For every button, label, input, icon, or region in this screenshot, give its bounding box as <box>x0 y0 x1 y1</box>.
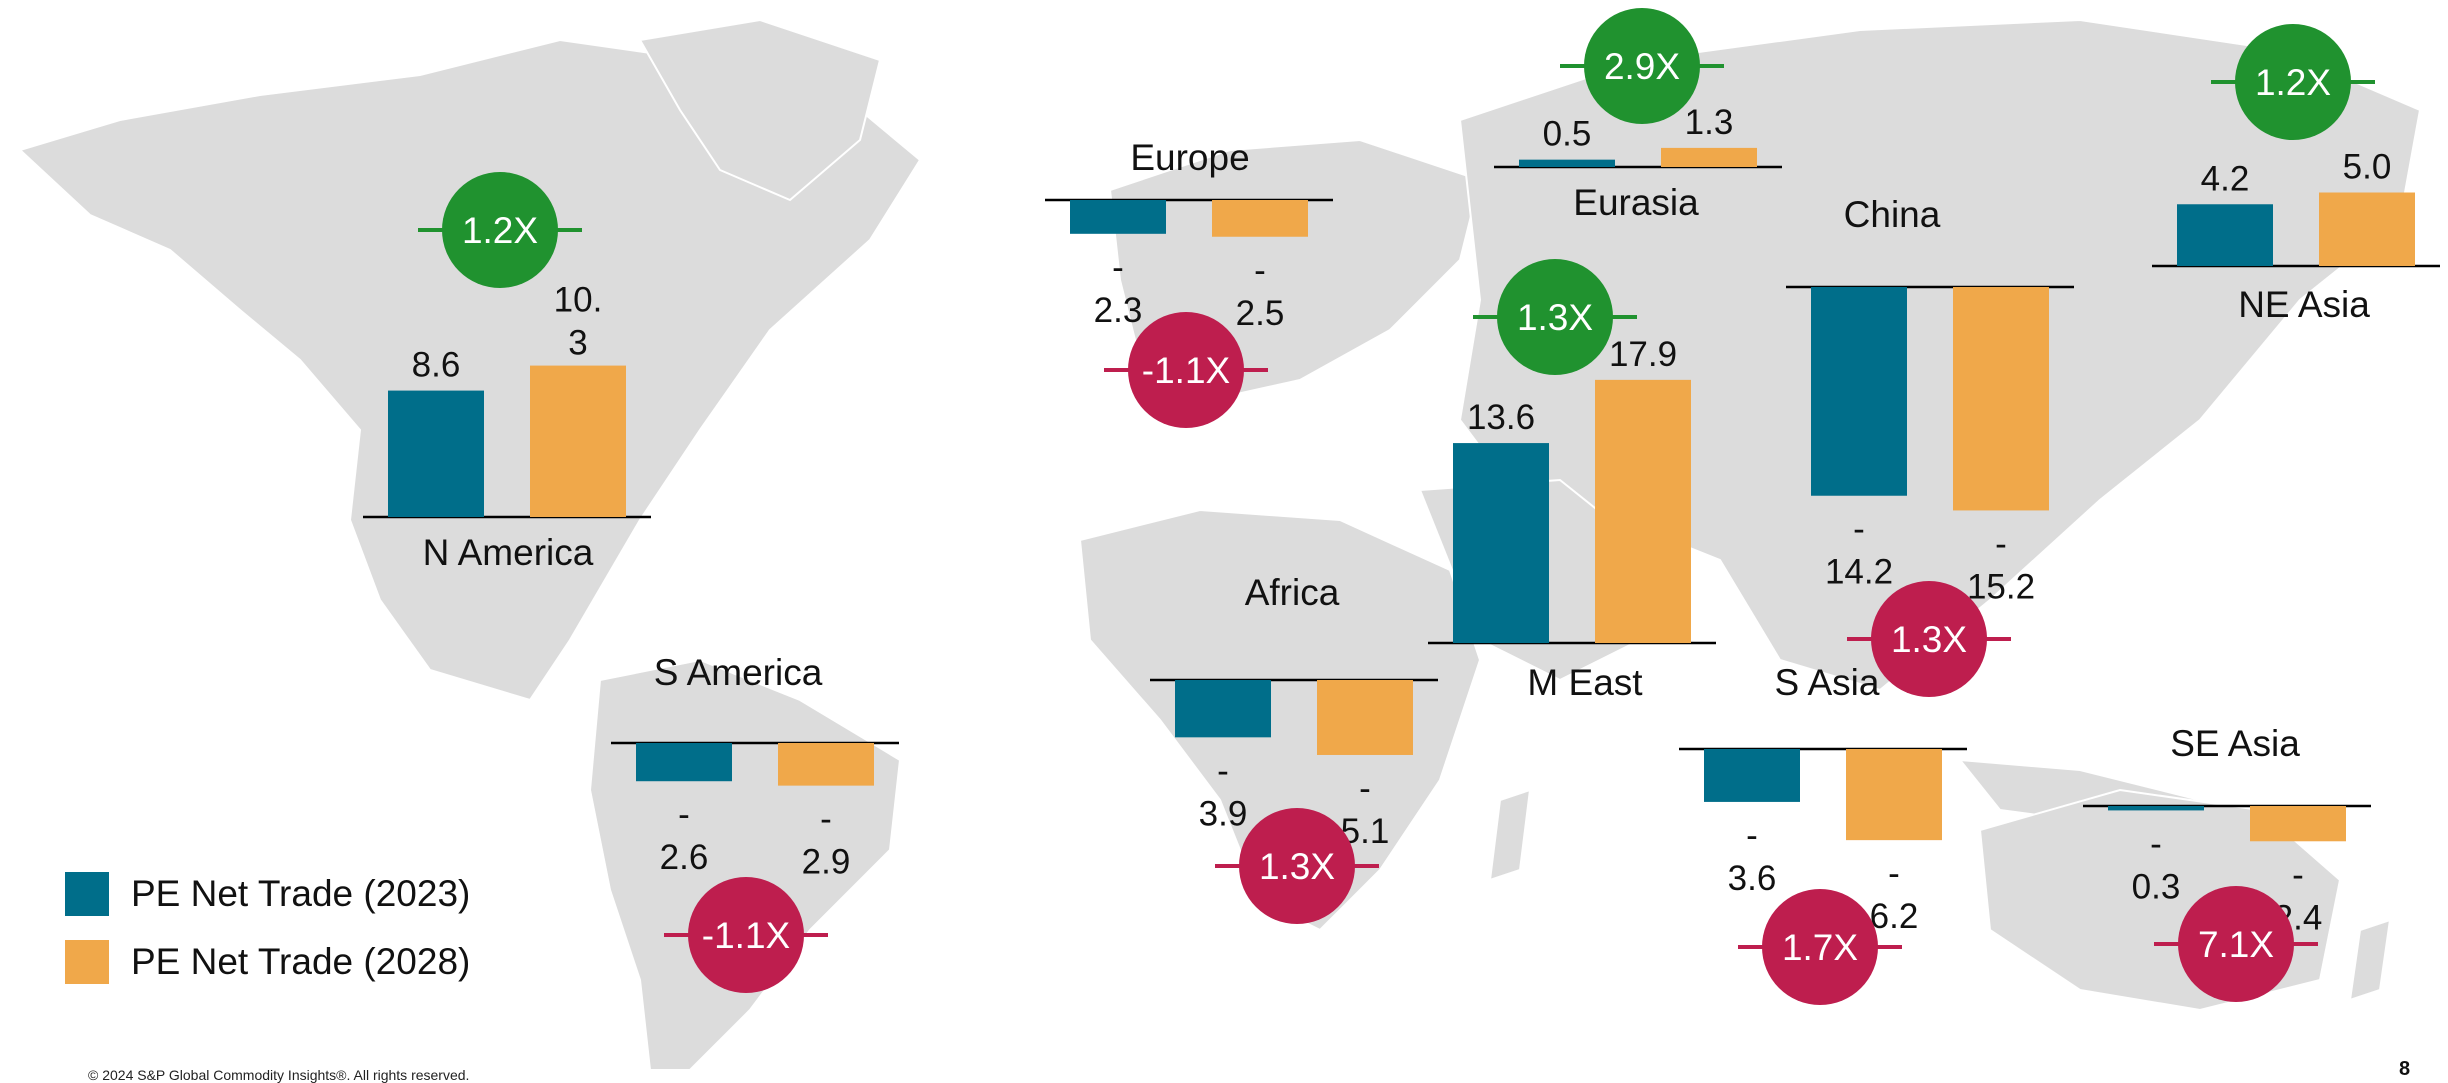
europe-multiplier-label: -1.1X <box>1142 350 1230 391</box>
m-east-value-label-2023: 13.6 <box>1467 398 1535 437</box>
europe-multiplier-badge <box>1128 312 1244 428</box>
china-bar-2023 <box>1811 287 1907 496</box>
s-asia-multiplier-badge <box>1762 889 1878 1005</box>
ne-asia-value-label-2023: 4.2 <box>2201 159 2250 198</box>
s-america-multiplier-label: -1.1X <box>702 915 790 956</box>
s-asia-multiplier-label: 1.7X <box>1782 927 1858 968</box>
se-asia-multiplier-badge <box>2178 886 2294 1002</box>
m-east-multiplier-badge <box>1497 259 1613 375</box>
africa-landmass <box>1078 508 1482 932</box>
africa-multiplier-badge <box>1239 808 1355 924</box>
eurasia-multiplier-label: 2.9X <box>1604 46 1680 87</box>
ne-asia-region-label: NE Asia <box>2238 284 2370 325</box>
se-asia-bar-2028 <box>2250 806 2346 842</box>
eurasia-multiplier-badge <box>1584 8 1700 124</box>
china-multiplier-label: 1.3X <box>1891 619 1967 660</box>
china-region-label: China <box>1844 194 1941 235</box>
n-america-region-label: N America <box>423 532 594 573</box>
europe-bar-2023 <box>1070 200 1166 234</box>
se-asia-multiplier-label: 7.1X <box>2198 924 2274 965</box>
ne-asia-bar-2028 <box>2319 192 2415 266</box>
s-america-value-label-2028: -2.9 <box>802 800 851 882</box>
s-asia-value-label-2023: -3.6 <box>1728 816 1777 898</box>
s-asia-bar-2023 <box>1704 749 1800 802</box>
africa-bar-2028 <box>1317 680 1413 755</box>
s-asia-region-label: S Asia <box>1775 662 1880 703</box>
n-america-multiplier-label: 1.2X <box>462 210 538 251</box>
china-bar-2028 <box>1953 287 2049 511</box>
ne-asia-value-label-2028: 5.0 <box>2343 148 2392 187</box>
page-number: 8 <box>2399 1058 2411 1080</box>
m-east-region-label: M East <box>1527 662 1643 703</box>
legend-label-2028: PE Net Trade (2028) <box>131 941 471 982</box>
ne-asia-bar-2023 <box>2177 204 2273 266</box>
africa-region-label: Africa <box>1245 572 1340 613</box>
europe-value-label-2023: -2.3 <box>1094 248 1143 330</box>
legend-label-2023: PE Net Trade (2023) <box>131 873 471 914</box>
se-asia-value-label-2023: -0.3 <box>2132 824 2181 906</box>
s-america-region-label: S America <box>654 652 823 693</box>
s-america-bar-2028 <box>778 743 874 786</box>
china-value-label-2028: -15.2 <box>1967 524 2035 606</box>
m-east-bar-2023 <box>1453 443 1549 643</box>
europe-value-label-2028: -2.5 <box>1236 251 1285 333</box>
africa-multiplier-label: 1.3X <box>1259 846 1335 887</box>
n-america-multiplier-badge <box>442 172 558 288</box>
new-zealand-landmass <box>2348 918 2392 1002</box>
legend-item-2023: PE Net Trade (2023) <box>65 872 470 916</box>
n-america-value-label-2023: 8.6 <box>412 346 461 385</box>
s-america-multiplier-badge <box>688 877 804 993</box>
europe-region-label: Europe <box>1130 137 1249 178</box>
s-asia-bar-2028 <box>1846 749 1942 841</box>
s-america-bar-2023 <box>636 743 732 782</box>
north-america-landmass <box>18 38 922 702</box>
china-value-label-2023: -14.2 <box>1825 510 1893 592</box>
ne-asia-multiplier-badge <box>2235 24 2351 140</box>
legend-swatch-2023 <box>65 872 109 916</box>
madagascar-landmass <box>1488 788 1532 882</box>
china-multiplier-badge <box>1871 581 1987 697</box>
legend-item-2028: PE Net Trade (2028) <box>65 940 470 984</box>
eurasia-value-label-2028: 1.3 <box>1685 103 1734 142</box>
copyright-footer: © 2024 S&P Global Commodity Insights®. A… <box>88 1067 470 1083</box>
s-america-value-label-2023: -2.6 <box>660 795 709 877</box>
eurasia-bar-2028 <box>1661 147 1757 167</box>
se-asia-bar-2023 <box>2108 806 2204 811</box>
n-america-bar-2028 <box>530 365 626 517</box>
eurasia-bar-2023 <box>1519 159 1615 167</box>
n-america-value-label-2028: 10.3 <box>554 281 603 363</box>
africa-bar-2023 <box>1175 680 1271 738</box>
eurasia-value-label-2023: 0.5 <box>1543 115 1592 154</box>
legend-swatch-2028 <box>65 940 109 984</box>
africa-value-label-2023: -3.9 <box>1199 751 1248 833</box>
m-east-bar-2028 <box>1595 379 1691 643</box>
ne-asia-multiplier-label: 1.2X <box>2255 62 2331 103</box>
n-america-bar-2023 <box>388 390 484 517</box>
s-asia-value-label-2028: -6.2 <box>1870 854 1919 936</box>
m-east-value-label-2028: 17.9 <box>1609 335 1677 374</box>
eurasia-region-label: Eurasia <box>1573 182 1699 223</box>
m-east-multiplier-label: 1.3X <box>1517 297 1593 338</box>
europe-bar-2028 <box>1212 200 1308 237</box>
greenland-landmass <box>638 18 882 202</box>
se-asia-region-label: SE Asia <box>2170 723 2300 764</box>
